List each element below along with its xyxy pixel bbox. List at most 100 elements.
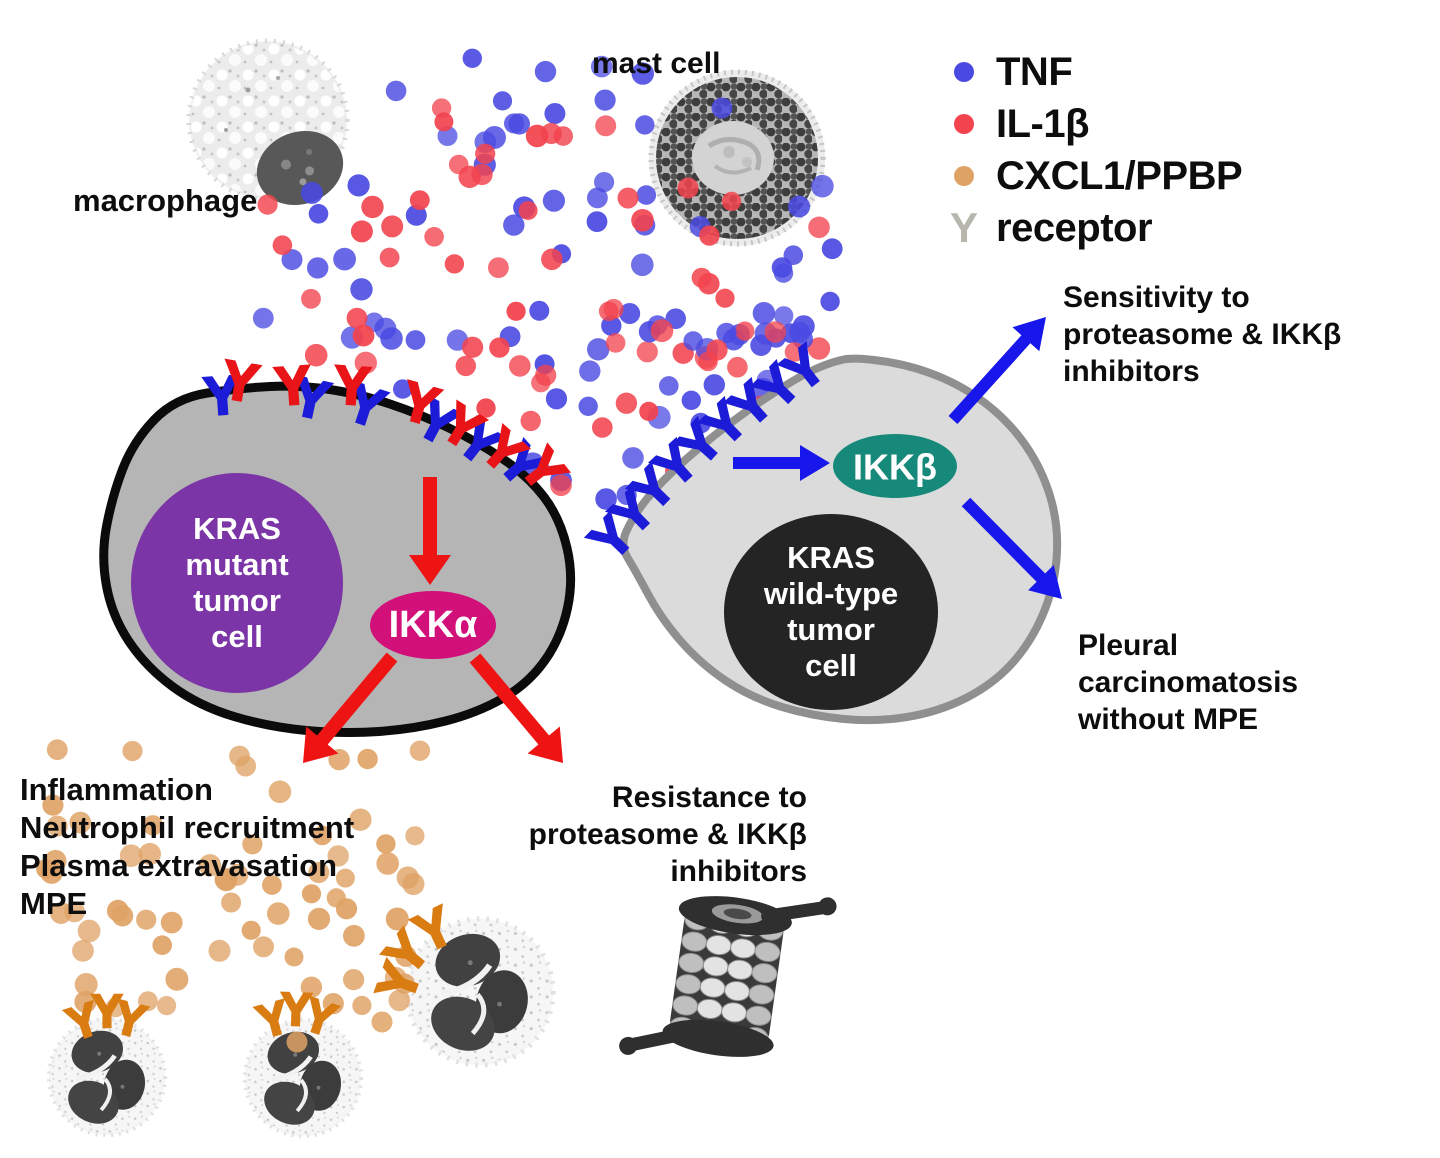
red-dot <box>550 474 572 497</box>
orange-dot <box>343 969 365 991</box>
orange-dot <box>388 989 411 1012</box>
blue-dot <box>590 55 613 78</box>
red-dot <box>462 336 484 358</box>
orange-dot <box>357 748 378 770</box>
blue-dot <box>594 89 616 111</box>
red-dot <box>381 215 404 238</box>
blue-dot <box>308 204 329 224</box>
red-dot <box>715 288 735 308</box>
red-dot <box>617 187 639 209</box>
orange-dot <box>267 902 290 925</box>
red-dot <box>727 356 748 378</box>
blue-dot <box>542 189 566 212</box>
red-dot <box>272 235 293 255</box>
red-dot <box>541 248 563 271</box>
receptor-y-icon: Y <box>273 355 313 417</box>
orange-dot <box>409 740 431 761</box>
orange-dot <box>376 852 400 875</box>
ikkb-label: IKKβ <box>853 446 937 488</box>
blue-dot <box>659 376 679 396</box>
legend-row-tnf: TNF <box>938 46 1242 98</box>
kras-wildtype-nucleus-label: KRAS wild-type tumor cell <box>763 540 899 683</box>
arrow-shaft <box>961 497 1048 585</box>
sensitivity-annotation: Sensitivity to proteasome & IKKβ inhibit… <box>1063 281 1342 388</box>
red-dot <box>677 177 699 199</box>
blue-dot <box>492 91 513 111</box>
red-dot <box>520 410 541 432</box>
ikka-label: IKKα <box>388 604 478 647</box>
blue-dot <box>690 412 712 434</box>
blue-dot <box>631 62 654 85</box>
red-dot <box>807 337 831 360</box>
red-dot <box>471 163 493 186</box>
red-dot <box>475 143 496 164</box>
legend-row-il1b: IL-1β <box>938 98 1242 150</box>
blue-dot <box>529 300 550 321</box>
red-dot <box>509 355 531 377</box>
red-dot <box>808 216 830 239</box>
red-dot <box>301 288 321 309</box>
blue-dot <box>587 187 608 209</box>
orange-dot <box>107 899 129 922</box>
red-dot <box>735 321 755 341</box>
orange-dot <box>119 844 143 867</box>
red-dot <box>592 417 613 438</box>
orange-dot <box>46 739 68 761</box>
legend-label-il1b: IL-1β <box>996 101 1090 146</box>
red-dot <box>489 337 510 358</box>
red-dot <box>764 321 787 343</box>
blue-dot <box>587 338 610 361</box>
red-dot <box>784 342 805 362</box>
orange-dot <box>349 808 372 831</box>
red-dot <box>455 355 476 377</box>
kras-wildtype-tumor-cell <box>619 354 1062 725</box>
orange-dot <box>198 854 222 877</box>
blue-dot <box>752 302 776 325</box>
orange-dot <box>105 997 126 1018</box>
orange-dot <box>308 861 330 884</box>
red-dot <box>535 364 557 386</box>
blue-dot <box>595 488 617 510</box>
red-dot <box>379 247 400 268</box>
arrow-head <box>1012 317 1046 352</box>
orange-dot <box>335 868 355 888</box>
orange-dot <box>395 945 417 967</box>
orange-dot <box>136 909 157 930</box>
red-dot <box>518 201 538 220</box>
orange-dot <box>235 755 257 777</box>
receptor-y-icon: Y <box>949 204 978 251</box>
kras-wildtype-tumor-cell-nucleus <box>724 514 938 710</box>
blue-dot <box>385 80 407 102</box>
orange-dot <box>335 898 358 920</box>
orange-dot <box>157 996 177 1016</box>
macrophage-cell-image <box>186 38 350 206</box>
orange-dot <box>138 842 161 866</box>
blue-dot <box>252 307 274 329</box>
blue-dot <box>393 379 413 399</box>
blue-dot <box>789 321 811 343</box>
orange-dot <box>122 740 143 762</box>
blue-dot <box>347 174 370 197</box>
red-dot <box>257 194 278 215</box>
red-dot <box>603 298 624 320</box>
receptor-y-icon: Y <box>92 985 123 1037</box>
tnf-dot-icon <box>954 62 974 82</box>
red-dot <box>409 190 430 211</box>
red-dot <box>424 227 444 247</box>
blue-dot <box>631 253 654 277</box>
orange-dot <box>385 907 409 931</box>
kras-mutant-nucleus-label: KRAS mutant tumor cell <box>185 511 289 654</box>
blue-dot <box>462 48 482 68</box>
red-dot <box>699 225 720 246</box>
blue-dot <box>307 257 329 279</box>
arrow-head <box>409 555 451 585</box>
mast-cell-image <box>648 69 826 247</box>
arrow-head <box>527 726 563 763</box>
receptors-to-ikkb <box>733 445 830 481</box>
blue-dot <box>774 306 794 326</box>
blue-dot <box>504 113 524 134</box>
legend-label-tnf: TNF <box>996 49 1073 94</box>
ikka-to-inflammation <box>303 652 398 763</box>
